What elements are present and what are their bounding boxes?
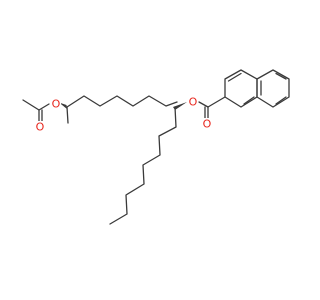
- chemical-structure-diagram: O O O O: [22, 69, 290, 225]
- acetate-group: [22, 99, 50, 122]
- aromatic-double-bond: [275, 72, 287, 80]
- bond: [207, 96, 226, 108]
- aromatic-double-bond: [227, 72, 242, 82]
- ring-a: [224, 69, 258, 108]
- bond: [66, 106, 69, 124]
- ring-b: [256, 69, 290, 108]
- atom-o-acetate-carbonyl: O: [35, 121, 45, 134]
- bond: [38, 103, 50, 111]
- atom-label: O: [189, 96, 198, 109]
- bond: [22, 99, 40, 111]
- stereo-wedge-bond: [173, 102, 187, 110]
- naphthoate-ester: [198, 96, 226, 119]
- naphthalene-ring: [224, 69, 290, 108]
- atom-o-naphthoate-carbonyl: O: [202, 118, 212, 131]
- atom-label: O: [52, 98, 61, 111]
- atom-label: O: [36, 121, 45, 134]
- atom-o-acetate-ester: O: [51, 98, 61, 111]
- bond: [198, 101, 209, 108]
- atom-label: O: [203, 118, 212, 131]
- side-chain: [109, 106, 177, 225]
- main-chain: [66, 95, 178, 108]
- atom-o-naphthoate-ester: O: [188, 96, 198, 109]
- aromatic-double-bond: [275, 96, 287, 105]
- aromatic-double-bond: [243, 96, 255, 105]
